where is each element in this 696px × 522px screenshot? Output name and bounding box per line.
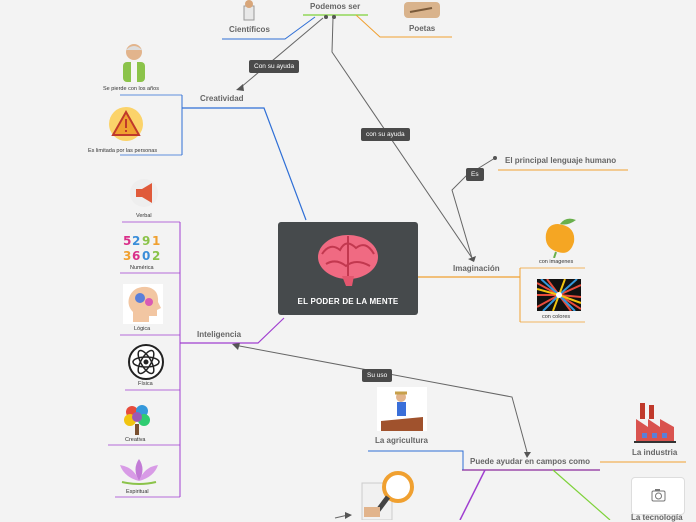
factory-icon (634, 403, 676, 443)
svg-text:1: 1 (152, 234, 160, 248)
megaphone-icon (130, 179, 158, 207)
label-es-limitada: Es limitada por las personas (88, 148, 158, 154)
connector-label-con-su-ayuda-1: Con su ayuda (249, 60, 300, 73)
scientist-icon (243, 0, 255, 21)
svg-text:0: 0 (142, 249, 150, 262)
mango-icon (545, 218, 576, 258)
topic-poetas[interactable]: Poetas (409, 24, 436, 33)
svg-text:3: 3 (123, 249, 131, 262)
topic-tecnologia[interactable]: La tecnología (631, 513, 683, 522)
svg-text:9: 9 (142, 234, 150, 248)
old-man-icon (123, 44, 145, 82)
intelligence-item-numerica: Numérica (130, 265, 154, 271)
intelligence-item-logica: Lógica (134, 326, 151, 332)
topic-podemos-ser[interactable]: Podemos ser (310, 2, 361, 11)
intelligence-item-espiritual: Espiritual (126, 489, 149, 495)
svg-text:5: 5 (123, 234, 131, 248)
intelligence-item-creativa: Creativa (125, 437, 146, 443)
colorful-tree-icon (124, 405, 150, 435)
magnifier-icon (361, 471, 414, 520)
brain-icon (318, 235, 378, 286)
atom-icon (128, 344, 164, 380)
head-gears-icon (123, 284, 163, 324)
svg-text:2: 2 (152, 249, 160, 262)
topic-industria[interactable]: La industria (632, 448, 678, 457)
label-se-pierde: Se pierde con los años (103, 86, 159, 92)
connector-label-es: Es (466, 168, 484, 181)
topic-lenguaje[interactable]: El principal lenguaje humano (505, 156, 617, 165)
color-burst-icon (537, 279, 581, 311)
warning-icon (109, 107, 143, 141)
label-con-colores: con colores (542, 314, 571, 320)
camera-icon (651, 489, 666, 502)
poet-icon (404, 2, 440, 18)
svg-text:6: 6 (132, 249, 140, 262)
farmer-icon (377, 387, 427, 431)
label-con-imagenes: con imagenes (539, 259, 574, 265)
connector-label-con-su-ayuda-2: con su ayuda (361, 128, 410, 141)
intelligence-item-fisica: Física (138, 381, 153, 387)
lotus-icon (120, 459, 158, 485)
topic-imaginacion[interactable]: Imaginación (453, 264, 500, 273)
topic-inteligencia[interactable]: Inteligencia (197, 330, 242, 339)
image-placeholder[interactable] (631, 477, 685, 515)
svg-text:2: 2 (132, 234, 140, 248)
central-title: EL PODER DE LA MENTE (297, 297, 399, 306)
connector-label-su-uso: Su uso (362, 369, 393, 382)
topic-puede-ayudar[interactable]: Puede ayudar en campos como (470, 457, 591, 466)
topic-cientificos[interactable]: Científicos (229, 25, 270, 34)
numbers-icon: 5 2 9 1 3 6 0 2 (123, 234, 160, 262)
topic-creatividad[interactable]: Creatividad (200, 94, 244, 103)
intelligence-item-verbal: Verbal (136, 213, 152, 219)
topic-agricultura[interactable]: La agricultura (375, 436, 428, 445)
central-topic[interactable]: EL PODER DE LA MENTE (278, 222, 418, 315)
